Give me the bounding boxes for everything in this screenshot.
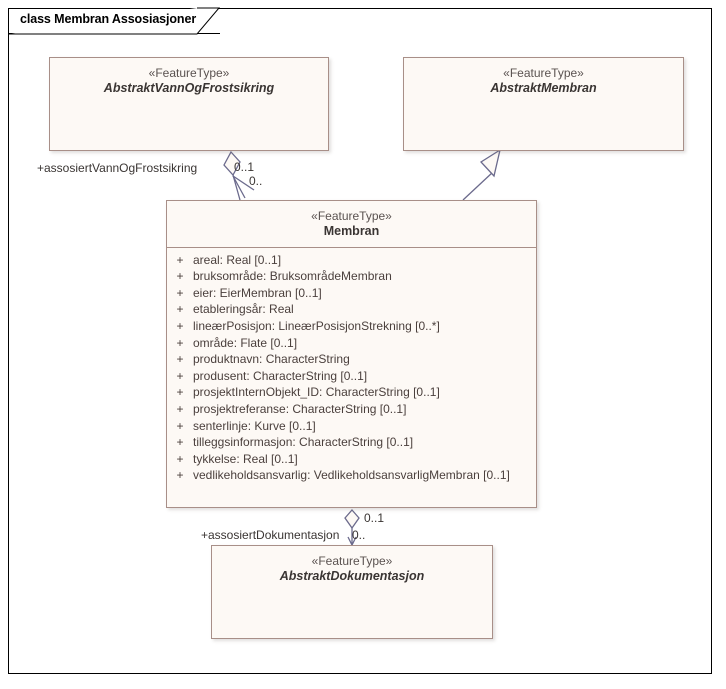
attribute-row: + vedlikeholdsansvarlig: Vedlikeholdsansv…	[167, 467, 536, 484]
class-header: «FeatureType» AbstraktDokumentasjon	[212, 546, 492, 585]
connector-target-multiplicity-dokumentasjon: 0..	[352, 528, 366, 542]
diagram-title-label: class Membran Assosiasjoner	[20, 12, 197, 26]
attribute-visibility: +	[176, 285, 184, 300]
attribute-text: produsent: CharacterString [0..1]	[193, 368, 368, 383]
class-header: «FeatureType» Membran	[167, 201, 536, 240]
attribute-text: tykkelse: Real [0..1]	[193, 451, 298, 466]
attribute-row: + areal: Real [0..1]	[167, 252, 536, 269]
attribute-row: + område: Flate [0..1]	[167, 335, 536, 352]
class-name: AbstraktVannOgFrostsikring	[103, 81, 275, 95]
attribute-row: + bruksområde: BruksområdeMembran	[167, 268, 536, 285]
class-box-abstrakt-vann-og-frostsikring[interactable]: «FeatureType» AbstraktVannOgFrostsikring	[49, 57, 329, 151]
attribute-row: + tykkelse: Real [0..1]	[167, 451, 536, 468]
connector-source-multiplicity-vann-og-frostsikring: 0..1	[234, 160, 255, 174]
class-name: AbstraktDokumentasjon	[279, 569, 425, 583]
attribute-visibility: +	[176, 435, 184, 450]
attribute-row: + produsent: CharacterString [0..1]	[167, 368, 536, 385]
class-header: «FeatureType» AbstraktVannOgFrostsikring	[50, 58, 328, 97]
attribute-row: + senterlinje: Kurve [0..1]	[167, 418, 536, 435]
connector-role-label-vann-og-frostsikring: +assosiertVannOgFrostsikring	[37, 161, 198, 175]
attribute-text: etableringsår: Real	[193, 302, 294, 317]
attribute-visibility: +	[176, 451, 184, 466]
attribute-row: + lineærPosisjon: LineærPosisjonStrekning…	[167, 318, 536, 335]
attribute-text: prosjektreferanse: CharacterString [0..1…	[193, 401, 407, 416]
attribute-visibility: +	[176, 352, 184, 367]
class-stereotype: «FeatureType»	[148, 66, 230, 80]
attribute-visibility: +	[176, 335, 184, 350]
attribute-row: + etableringsår: Real	[167, 301, 536, 318]
attribute-text: produktnavn: CharacterString	[193, 352, 350, 367]
attribute-text: område: Flate [0..1]	[193, 335, 298, 350]
class-stereotype: «FeatureType»	[311, 554, 393, 568]
compartment-divider	[167, 246, 536, 248]
attribute-visibility: +	[176, 385, 184, 400]
attribute-visibility: +	[176, 269, 184, 284]
connector-role-label-dokumentasjon: +assosiertDokumentasjon	[201, 528, 340, 542]
diagram-title-tab: class Membran Assosiasjoner	[8, 7, 221, 35]
attribute-list: + areal: Real [0..1] + bruksområde: Bruksom…	[167, 248, 536, 488]
attribute-visibility: +	[176, 319, 184, 333]
attribute-text: bruksområde: BruksområdeMembran	[193, 269, 392, 284]
attribute-visibility: +	[176, 252, 184, 267]
attribute-visibility: +	[176, 418, 184, 433]
class-stereotype: «FeatureType»	[503, 66, 584, 80]
attribute-visibility: +	[176, 401, 184, 416]
attribute-row: + produktnavn: CharacterString	[167, 351, 536, 368]
attribute-text: senterlinje: Kurve [0..1]	[193, 418, 316, 433]
attribute-row: + tilleggsinformasjon: CharacterString [0…	[167, 434, 536, 451]
attribute-row: + eier: EierMembran [0..1]	[167, 285, 536, 302]
class-stereotype: «FeatureType»	[311, 209, 392, 223]
class-header: «FeatureType» AbstraktMembran	[404, 58, 683, 97]
connector-source-multiplicity-dokumentasjon: 0..1	[364, 511, 385, 525]
attribute-text: areal: Real [0..1]	[193, 252, 282, 267]
attribute-text: vedlikeholdsansvarlig: Vedlikeholdsansva…	[193, 468, 510, 483]
connector-target-multiplicity-vann-og-frostsikring: 0..	[249, 174, 263, 188]
attribute-text: eier: EierMembran [0..1]	[193, 285, 322, 300]
attribute-text: prosjektInternObjekt_ID: CharacterString…	[193, 385, 440, 400]
attribute-text: lineærPosisjon: LineærPosisjonStrekning …	[193, 319, 440, 333]
class-name: Membran	[323, 224, 380, 238]
attribute-row: + prosjektInternObjekt_ID: CharacterStrin…	[167, 384, 536, 401]
class-name: AbstraktMembran	[490, 81, 597, 95]
attribute-row: + prosjektreferanse: CharacterString [0..…	[167, 401, 536, 418]
class-box-membran[interactable]: «FeatureType» Membran + areal: Real [0..1…	[166, 200, 537, 508]
diagram-title-tab-slant-icon	[8, 7, 221, 35]
attribute-visibility: +	[176, 302, 184, 317]
attribute-visibility: +	[176, 368, 184, 383]
attribute-visibility: +	[176, 468, 184, 483]
attribute-text: tilleggsinformasjon: CharacterString [0.…	[193, 435, 414, 450]
class-box-abstrakt-dokumentasjon[interactable]: «FeatureType» AbstraktDokumentasjon	[211, 545, 493, 639]
class-box-abstrakt-membran[interactable]: «FeatureType» AbstraktMembran	[403, 57, 684, 151]
